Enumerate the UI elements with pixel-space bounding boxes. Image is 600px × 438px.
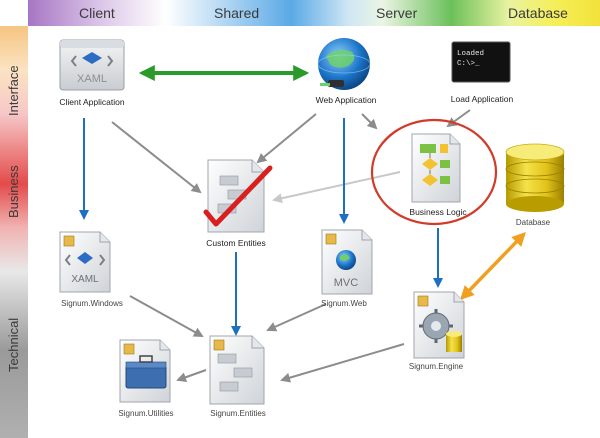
console-icon: Loaded C:\>_ [451,41,511,83]
node-label-database: Database [515,218,551,227]
column-label-shared: Shared [214,5,260,21]
node-label-custom-entities: Custom Entities [206,238,266,248]
arrow-web-business [361,113,378,130]
arrow-load-business [446,109,471,128]
connections [79,65,526,383]
node-label-web-application: Web Application [315,95,377,105]
engine-document-icon [413,291,465,359]
node-label-business-logic: Business Logic [409,207,467,217]
node-label-signum-windows: Signum.Windows [61,299,123,308]
column-header-band [28,0,600,26]
toolbox-document-icon [119,339,171,403]
console-line-1: Loaded [457,50,484,58]
row-label-technical: Technical [6,317,21,372]
node-label-client-application: Client Application [59,97,125,107]
console-line-2: C:\>_ [457,60,480,68]
row-header-band [0,0,28,438]
arrow-web-custom [256,113,317,164]
node-label-signum-utilities: Signum.Utilities [118,409,174,418]
row-label-business: Business [6,165,21,218]
column-label-server: Server [376,5,418,21]
arrow-client-custom [111,121,202,194]
flowchart-document-icon [411,133,461,203]
arrow-business-custom [272,171,401,204]
column-label-database: Database [508,5,568,21]
database-icon [505,143,565,212]
node-label-signum-web: Signum.Web [321,299,367,308]
node-label-signum-engine: Signum.Engine [408,362,464,371]
checked-document-icon [203,159,273,233]
row-label-interface: Interface [6,65,21,116]
globe-icon [317,38,371,90]
web-mvc-icon-text: MVC [334,277,359,289]
mvc-document-icon: MVC [321,229,373,295]
arrow-windows-entities [129,295,204,337]
xaml-window-icon: XAML [59,39,125,91]
node-label-signum-entities: Signum.Entities [210,409,266,418]
column-label-client: Client [79,5,115,21]
xaml-document-icon: XAML [59,231,111,293]
entities-document-icon [209,335,265,405]
windows-xaml-icon-text: XAML [71,274,99,285]
node-label-load-application: Load Application [450,94,514,104]
arrow-engine-database [460,231,526,301]
client-xaml-icon-text: XAML [77,73,107,85]
arrow-web-entities [266,303,327,332]
arrow-engine-entities [280,343,405,383]
arrow-entities-utilities [176,369,207,383]
